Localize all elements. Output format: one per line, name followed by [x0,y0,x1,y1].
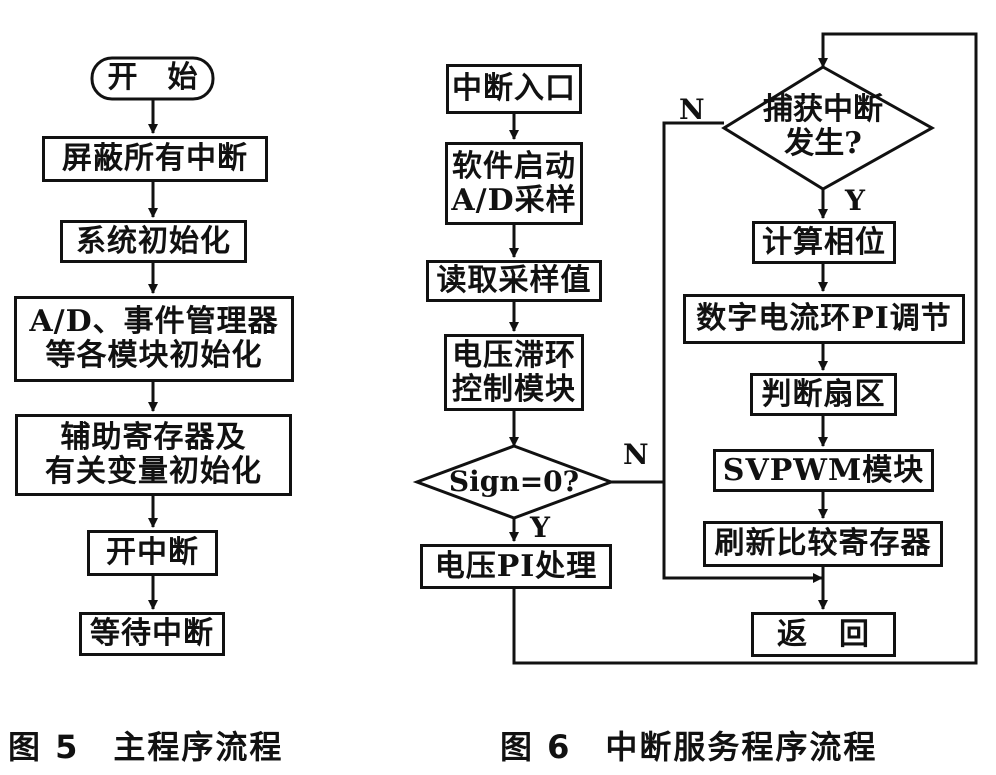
step-interrupt-entry: 中断入口 [446,64,582,114]
step-system-init: 系统初始化 [60,220,247,263]
label-no-capture: N [679,93,705,126]
step-read-sample: 读取采样值 [426,260,602,302]
step-voltage-pi: 电压PI处理 [420,544,612,589]
start-label: 开 始 [107,60,198,95]
line-capture-n-loop [662,121,805,580]
step-wait-interrupt: 等待中断 [79,612,225,656]
decision-sign-label: Sign=0? [448,465,580,498]
label-yes-capture: Y [845,184,865,217]
step-svpwm: SVPWM模块 [713,449,934,492]
decision-capture-label: 捕获中断发生? [763,92,883,161]
step-return: 返 回 [751,612,896,657]
step-module-init: A/D、事件管理器等各模块初始化 [14,296,294,382]
label-yes-sign: Y [530,511,550,544]
step-current-pi: 数字电流环PI调节 [683,294,965,344]
step-hysteresis-control: 电压滞环控制模块 [444,334,584,411]
step-enable-interrupt: 开中断 [87,530,218,576]
caption-fig6: 图 6 中断服务程序流程 [500,728,878,766]
step-compute-phase: 计算相位 [752,221,896,264]
caption-fig5: 图 5 主程序流程 [8,728,284,766]
terminal-start [90,56,215,101]
step-refresh-compare: 刷新比较寄存器 [703,521,943,567]
label-no-sign: N [623,438,649,471]
step-judge-sector: 判断扇区 [750,373,897,416]
step-register-init: 辅助寄存器及有关变量初始化 [15,414,292,496]
step-mask-interrupts: 屏蔽所有中断 [42,136,268,182]
